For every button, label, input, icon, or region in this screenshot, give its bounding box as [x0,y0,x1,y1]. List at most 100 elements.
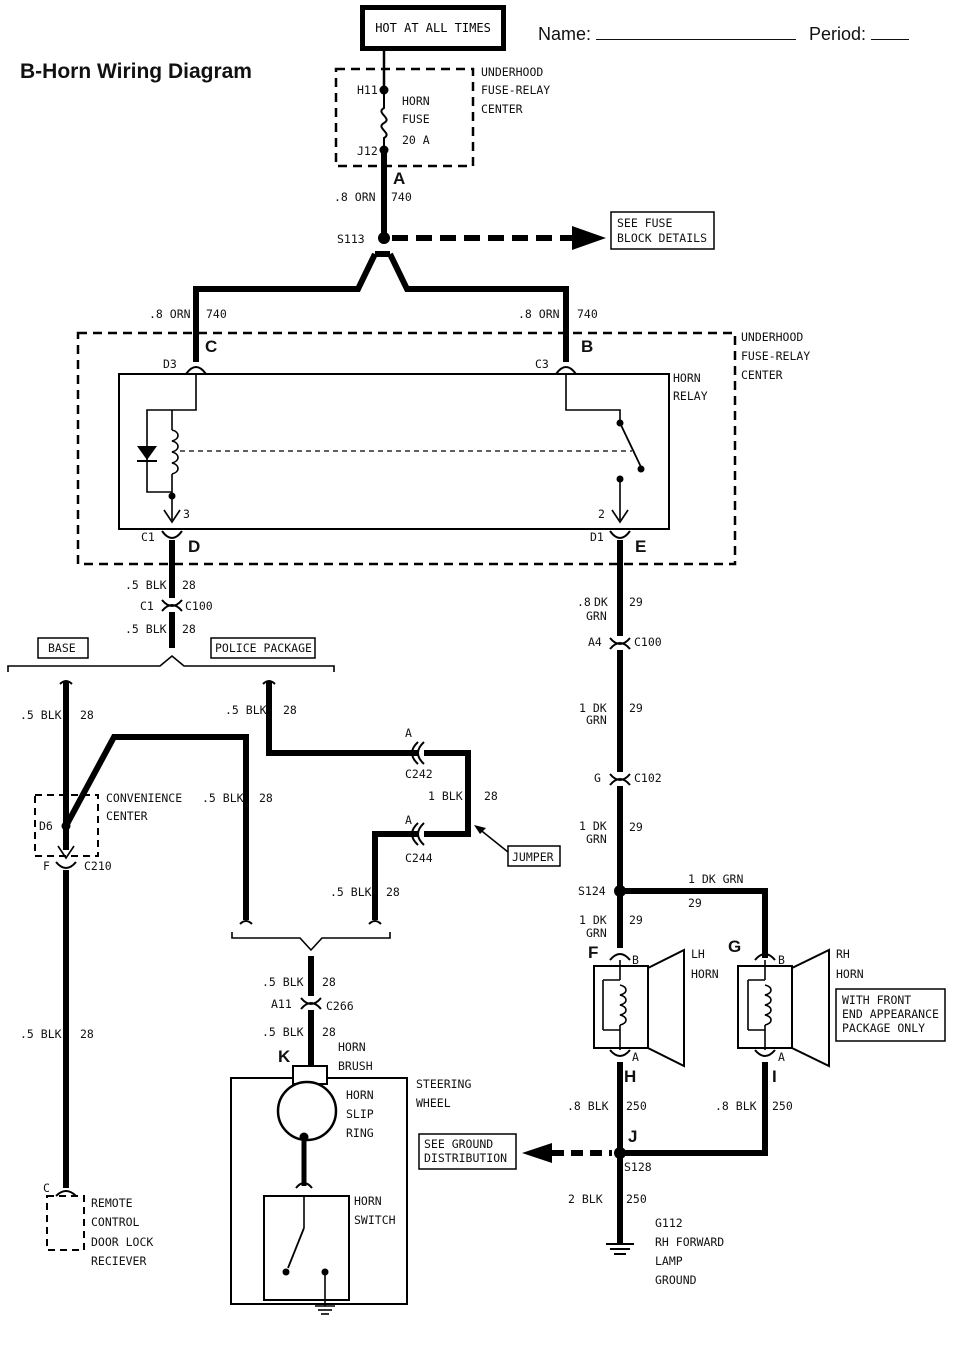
police-option-label: POLICE PACKAGE [215,641,312,655]
wire-740-num: 740 [391,190,412,204]
page-title: B-Horn Wiring Diagram [20,60,252,83]
wire-e3-grn: GRN [586,832,607,846]
police-option-box [210,637,316,659]
name-label: Name: [538,24,592,44]
gnd-note-2: DISTRIBUTION [424,1151,507,1165]
conv-pin-f: F [43,859,50,873]
slip-ring-label-3: RING [346,1126,374,1140]
wire-lh-num: 29 [629,913,643,927]
wire-base-size: .5 BLK [20,708,62,722]
wire-g112-num: 250 [626,1192,647,1206]
period-field[interactable]: Period: [809,24,910,45]
callout-d: D [188,537,200,556]
wire-remote-size: .5 BLK [20,1027,62,1041]
splice-s124-label: S124 [578,884,606,898]
diode-icon [137,446,157,460]
wire-740-right-size: .8 ORN [518,307,560,321]
relay-name-1: HORN [673,371,701,385]
lh-horn: B A LH HORN [593,947,719,1068]
wire-police-num: 28 [283,703,297,717]
period-blank[interactable] [871,25,910,40]
g112-label-4: GROUND [655,1273,697,1287]
conn-c244: C244 [405,851,433,865]
callout-g: G [728,937,741,956]
name-field[interactable]: Name: [538,24,797,45]
slip-ring-label-2: SLIP [346,1107,374,1121]
relay-name-2: RELAY [673,389,708,403]
conn-c102: C102 [634,771,662,785]
conn-c1: C1 [140,599,154,613]
relay-coil [171,429,179,475]
wire-remote-num: 28 [80,1027,94,1041]
callout-k: K [278,1047,291,1066]
underhood-fuse-block: H11 J12 HORN FUSE 20 A UNDERHOOD FUSE-RE… [334,51,550,238]
conv-pin-d6: D6 [39,819,53,833]
relay-terminal-2: 2 [598,507,605,521]
splice-s113-label: S113 [337,232,365,246]
fuse-block-note-2: BLOCK DETAILS [617,231,707,245]
relay-pin-d3: D3 [163,357,177,371]
relay-pin-c3: C3 [535,357,549,371]
callout-f: F [588,943,598,962]
rh-note-1: WITH FRONT [842,993,911,1007]
wire-brush-size: .5 BLK [262,1025,304,1039]
conn-a4: A4 [588,635,602,649]
wire-e3-dk: 1 DK [579,819,607,833]
wire-blk-d-num: 28 [182,578,196,592]
wire-lh-grn: GRN [586,926,607,940]
convenience-center: D6 CONVENIENCE CENTER F C210 [34,791,182,873]
ground-distribution-note [418,1133,517,1170]
wire-blk-d2-size: .5 BLK [125,622,167,636]
option-bracket [7,654,335,672]
rh-horn: B A RH HORN WITH FRONT END APPEARANCE PA… [737,947,946,1068]
jumper-wire-size: 1 BLK [428,789,463,803]
relay-pin-d1: D1 [590,530,604,544]
wire-blk-d-size: .5 BLK [125,578,167,592]
steering-label-1: STEERING [416,1077,471,1091]
wire-rh-gnd-num: 250 [772,1099,793,1113]
wire-740-right-num: 740 [577,307,598,321]
fuse-name-2: FUSE [402,112,430,126]
lh-horn-label-1: LH [691,947,705,961]
relay-center-label-1: UNDERHOOD [741,330,803,344]
conn-c100-left: C100 [185,599,213,613]
fuse-pin-j12: J12 [357,144,378,158]
fuse-center-label-3: CENTER [481,102,523,116]
horn-switch [263,1195,350,1301]
wire-s124-rh-size: 1 DK GRN [688,872,743,886]
wire-e-size: .8 [577,595,591,609]
connector-c242: A C242 [405,726,433,781]
wire-steer-num: 28 [322,975,336,989]
name-blank[interactable] [596,25,797,40]
fuse-name-1: HORN [402,94,430,108]
wire-lh-gnd-size: .8 BLK [567,1099,609,1113]
gnd-note-1: SEE GROUND [424,1137,493,1151]
relay-pin-c1: C1 [141,530,155,544]
conn-g: G [594,771,601,785]
rh-horn-label-2: HORN [836,967,864,981]
callout-i: I [772,1067,777,1086]
wire-blk-d2-num: 28 [182,622,196,636]
wire-g112-size: 2 BLK [568,1192,603,1206]
jumper-wire-num: 28 [484,789,498,803]
wire-c244-num: 28 [386,885,400,899]
remote-label-4: RECIEVER [91,1254,146,1268]
wire-e-dk: DK [594,595,608,609]
conn-c210: C210 [84,859,112,873]
rh-pin-a: A [778,1050,785,1064]
wire-c244-size: .5 BLK [330,885,372,899]
splice-s128-label: S128 [624,1160,652,1174]
splice-s113: S113 SEE FUSE BLOCK DETAILS [337,211,715,250]
remote-pin-c: C [43,1181,50,1195]
lh-horn-icon [647,948,685,1068]
steering-bracket [231,932,391,952]
fuse-pin-h11: H11 [357,83,378,97]
rh-pin-b: B [778,953,785,967]
remote-label-1: REMOTE [91,1196,133,1210]
period-label: Period: [809,24,867,44]
steering-label-2: WHEEL [416,1096,451,1110]
rh-note-2: END APPEARANCE [842,1007,939,1021]
callout-a: A [393,169,405,188]
g112-ground-icon [606,1243,634,1255]
